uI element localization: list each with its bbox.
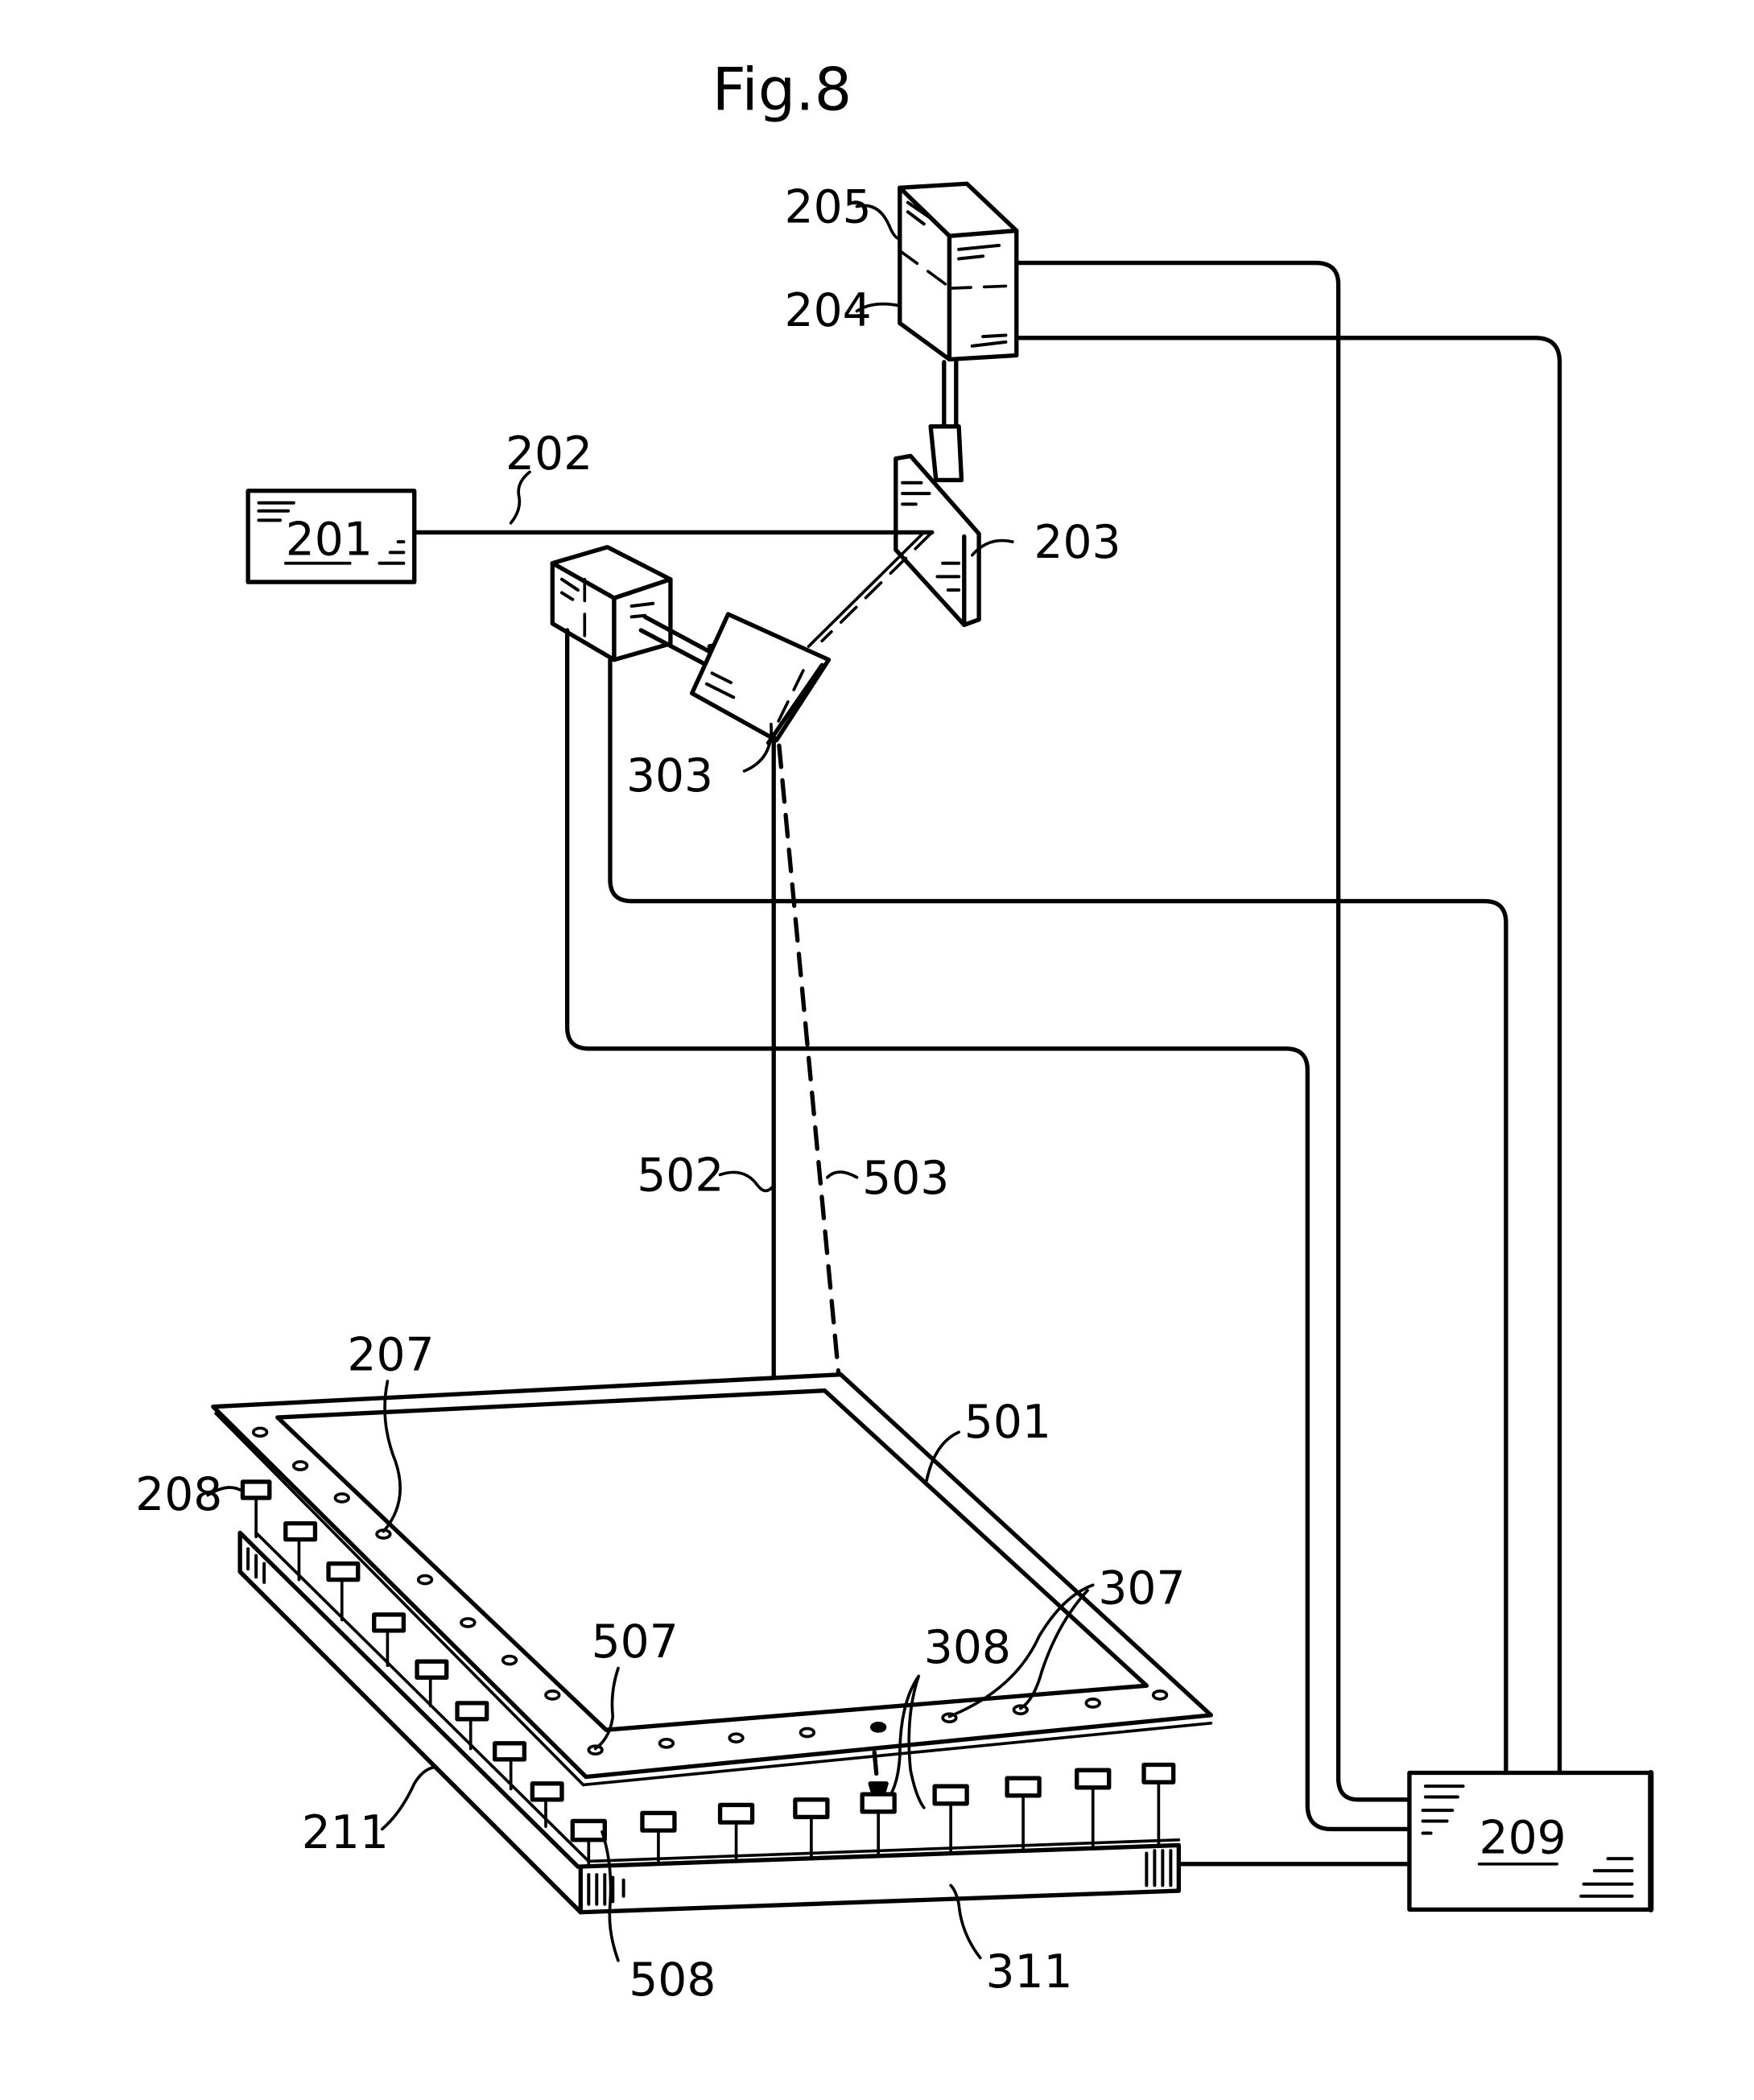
- sensor: [572, 1821, 605, 1863]
- label-507: 507: [592, 1615, 679, 1669]
- scanner-drive-unit-205-204: [900, 184, 1017, 427]
- sensor: [1007, 1778, 1039, 1850]
- label-307: 307: [1098, 1562, 1185, 1615]
- label-303: 303: [626, 749, 713, 802]
- sensor: [935, 1786, 967, 1853]
- label-201: 201: [286, 514, 373, 567]
- sensor: [457, 1703, 487, 1749]
- sensor: [1144, 1764, 1174, 1845]
- controller-209: 209: [1409, 1772, 1651, 1909]
- panel-frame-501: [213, 1375, 1211, 1785]
- figure-title: Fig.8: [712, 56, 852, 125]
- laser-source-201: 201: [248, 491, 415, 582]
- leader-503: [827, 1172, 857, 1178]
- mirror-203: [896, 427, 979, 625]
- label-202: 202: [506, 427, 592, 481]
- label-211: 211: [302, 1806, 389, 1859]
- label-203: 203: [1034, 516, 1120, 569]
- sensor: [242, 1482, 269, 1537]
- reflected-beam-a: [822, 534, 931, 641]
- sensor: [1077, 1770, 1109, 1848]
- sensor-target: [862, 1794, 894, 1856]
- sensor: [286, 1524, 316, 1580]
- receiver-unit: [552, 547, 828, 743]
- leader-211: [382, 1768, 433, 1830]
- sensor: [642, 1813, 675, 1863]
- reflected-beam-b: [809, 534, 923, 646]
- label-308: 308: [924, 1621, 1011, 1674]
- label-207: 207: [347, 1329, 434, 1382]
- label-503: 503: [862, 1152, 949, 1205]
- label-501: 501: [964, 1396, 1051, 1449]
- sensor: [328, 1564, 358, 1620]
- sensor: [720, 1805, 753, 1861]
- sensor: [795, 1800, 827, 1859]
- label-209: 209: [1480, 1811, 1566, 1864]
- label-508: 508: [629, 1954, 716, 2007]
- leader-502: [720, 1172, 774, 1190]
- sensor: [495, 1743, 525, 1789]
- label-311: 311: [985, 1945, 1072, 1999]
- sensor: [417, 1661, 447, 1706]
- sensor: [374, 1615, 404, 1665]
- sensor: [532, 1784, 562, 1826]
- label-502: 502: [637, 1149, 724, 1202]
